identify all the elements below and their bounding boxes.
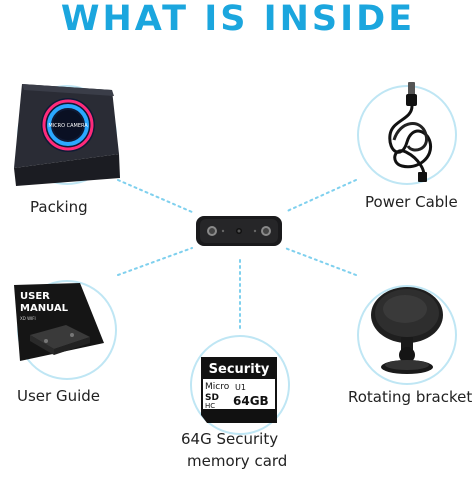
card-sd-text: SD bbox=[205, 393, 219, 403]
user-guide-label: User Guide bbox=[17, 387, 101, 405]
memory-card-label-line2: memory card bbox=[187, 452, 288, 470]
page-title: WHAT IS INSIDE bbox=[60, 0, 416, 39]
card-size-text: 64GB bbox=[233, 394, 269, 408]
card-hc-text: HC bbox=[205, 402, 215, 410]
bracket-label: Rotating bracket bbox=[348, 388, 473, 406]
camera-device-image bbox=[194, 213, 284, 249]
manual-title-line1: USER bbox=[20, 291, 50, 302]
packing-box-text: MICRO CAMERA bbox=[48, 123, 88, 129]
power-cable-image bbox=[372, 80, 452, 185]
packing-box-image: MICRO CAMERA bbox=[8, 80, 123, 188]
card-brand-text: Security bbox=[209, 362, 270, 377]
manual-title-line2: MANUAL bbox=[20, 303, 69, 314]
manual-subtitle: XD WIFI bbox=[20, 316, 36, 321]
memory-card-circle bbox=[190, 335, 290, 435]
power-cable-label: Power Cable bbox=[365, 193, 458, 211]
memory-card-image: Security Micro SD HC U1 64GB bbox=[199, 355, 279, 425]
bracket-circle bbox=[357, 285, 457, 385]
power-cable-circle bbox=[357, 85, 457, 185]
packing-label: Packing bbox=[30, 198, 88, 216]
user-guide-image: USER MANUAL XD WIFI bbox=[10, 283, 105, 373]
card-u1-text: U1 bbox=[235, 383, 246, 392]
bracket-image bbox=[367, 283, 452, 375]
card-micro-text: Micro bbox=[205, 382, 230, 392]
memory-card-label-line1: 64G Security bbox=[181, 430, 279, 448]
